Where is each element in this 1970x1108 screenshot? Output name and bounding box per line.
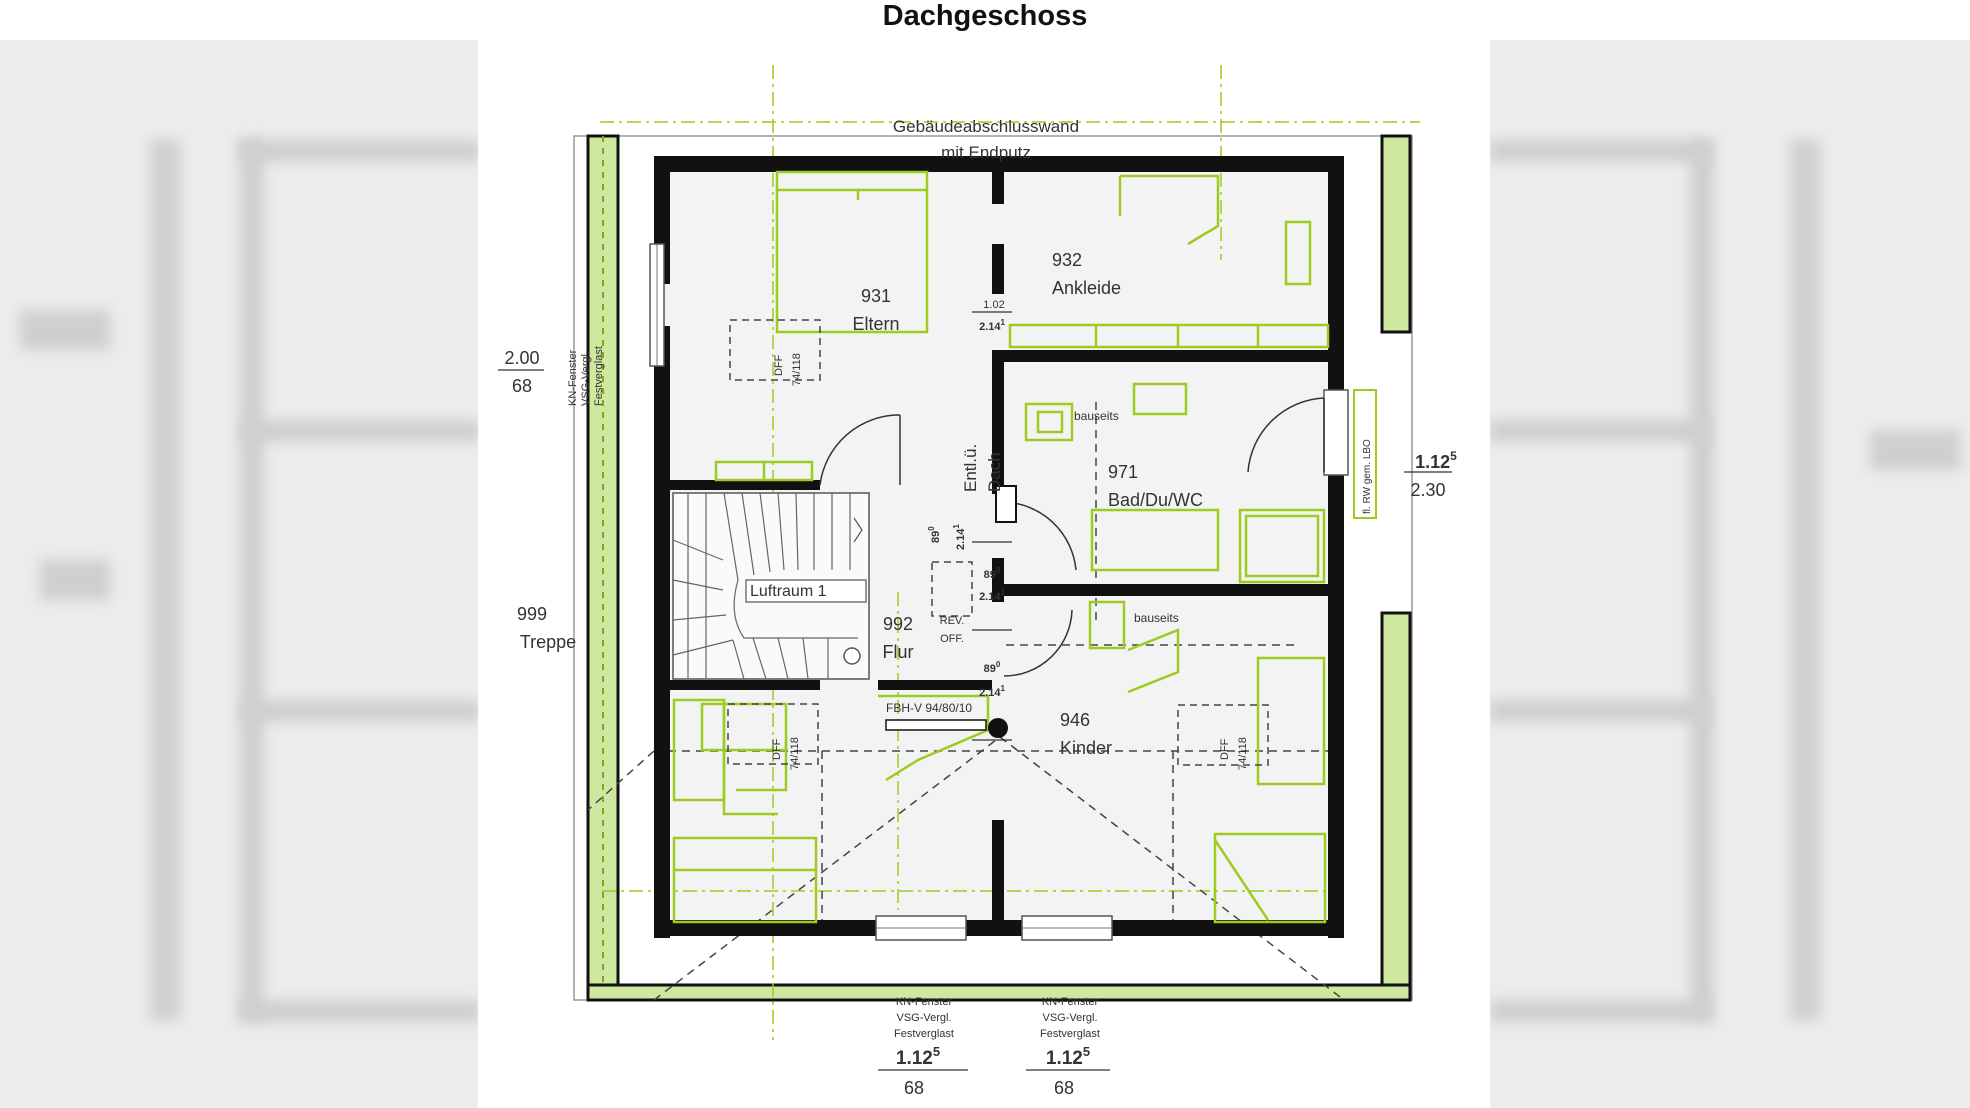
door-bad-width: 890 [984,566,1001,581]
entl-label-1: Entl.ü. [961,444,980,492]
room-name-eltern: Eltern [852,314,899,334]
bottom-window-1-label-1: KN-Fenster [896,996,953,1008]
furniture [672,170,1330,924]
skylight-3-size: 74/118 [1237,737,1249,770]
right-window-height: 2.30 [1410,480,1445,500]
door-eltern-height: 2.141 [952,524,967,550]
bottom-window-2-width: 1.125 [1046,1044,1090,1069]
page-title: Dachgeschoss [882,0,1088,32]
note-line-1: Gebäudeabschlusswand [893,117,1079,136]
door-kinder-height: 2.141 [979,684,1005,699]
left-window-height: 68 [512,376,532,396]
skylight-1-size: 74/118 [791,353,803,386]
skylight-2-size: 74/118 [789,737,801,770]
right-roof-strip-top [1380,134,1412,334]
door-swings [819,397,1325,677]
bauseits-bottom: bauseits [1134,611,1179,625]
bottom-window-2-label-1: KN-Fenster [1042,996,1099,1008]
room-name-bad: Bad/Du/WC [1108,490,1203,510]
entl-label-2: Dach [985,452,1004,492]
skylight-frames [727,319,1269,766]
bottom-window-2-label-3: Festverglast [1040,1028,1100,1040]
room-name-flur: Flur [883,642,914,662]
door-ankleide-height: 2.141 [979,318,1005,333]
door-eltern-width: 890 [927,526,942,543]
revision-opening [931,561,973,617]
room-number-ankleide: 932 [1052,250,1082,270]
room-number-kinder: 946 [1060,710,1090,730]
staircase [672,492,870,680]
right-window-width: 1.125 [1415,449,1457,472]
note-line-2: mit Endputz [941,143,1031,162]
door-kinder-width: 890 [984,660,1001,675]
room-number-bad: 971 [1108,462,1138,482]
bottom-window-1-label-2: VSG-Vergl. [896,1012,951,1024]
room-number-treppe: 999 [517,604,547,624]
skylight-2 [727,703,819,765]
blurred-background-left [0,40,478,1108]
bottom-window-1-width: 1.125 [896,1044,940,1069]
room-name-ankleide: Ankleide [1052,278,1121,298]
walls [654,156,1344,938]
rev-label-2: OFF. [940,633,964,645]
right-roof-strip-bottom [1380,611,1412,1002]
room-number-flur: 992 [883,614,913,634]
floor-plan-drawing: Gebäudeabschlusswand mit Endputz 931 Elt… [498,65,1457,1098]
left-window-label-1: KN-Fenster [567,349,579,406]
luftraum-label: Luftraum 1 [750,583,827,600]
window-right-wall [1323,389,1349,476]
door-bad-height: 2.141 [979,588,1005,603]
left-window-label-2: VSG-Vergl. [580,351,592,406]
room-number-eltern: 931 [861,286,891,306]
left-window-width: 2.00 [504,348,539,368]
bottom-window-1-height: 68 [904,1078,924,1098]
rev-label-1: REV. [940,615,965,627]
skylight-2-label: DFF [771,738,783,760]
skylight-3 [1177,704,1269,766]
skylight-1-label: DFF [773,354,785,376]
door-ankleide-width: 1.02 [983,299,1004,311]
dimension-lines [498,311,1452,1071]
left-window-label-3: Festverglast [593,346,605,406]
skylight-3-label: DFF [1219,738,1231,760]
fbh-label: FBH-V 94/80/10 [886,701,972,715]
bauseits-top: bauseits [1074,409,1119,423]
right-window-label: fl. RW gem. LBO [1362,439,1373,514]
floor-plan: Gebäudeabschlusswand mit Endputz 931 Elt… [478,40,1490,1108]
bottom-window-2-height: 68 [1054,1078,1074,1098]
room-name-treppe: Treppe [520,632,576,652]
blurred-background-right [1490,40,1970,1108]
room-name-kinder: Kinder [1060,738,1112,758]
bottom-window-2-label-2: VSG-Vergl. [1042,1012,1097,1024]
bottom-eave [586,983,1412,1002]
skylight-1 [729,319,821,381]
bottom-window-1-label-3: Festverglast [894,1028,954,1040]
